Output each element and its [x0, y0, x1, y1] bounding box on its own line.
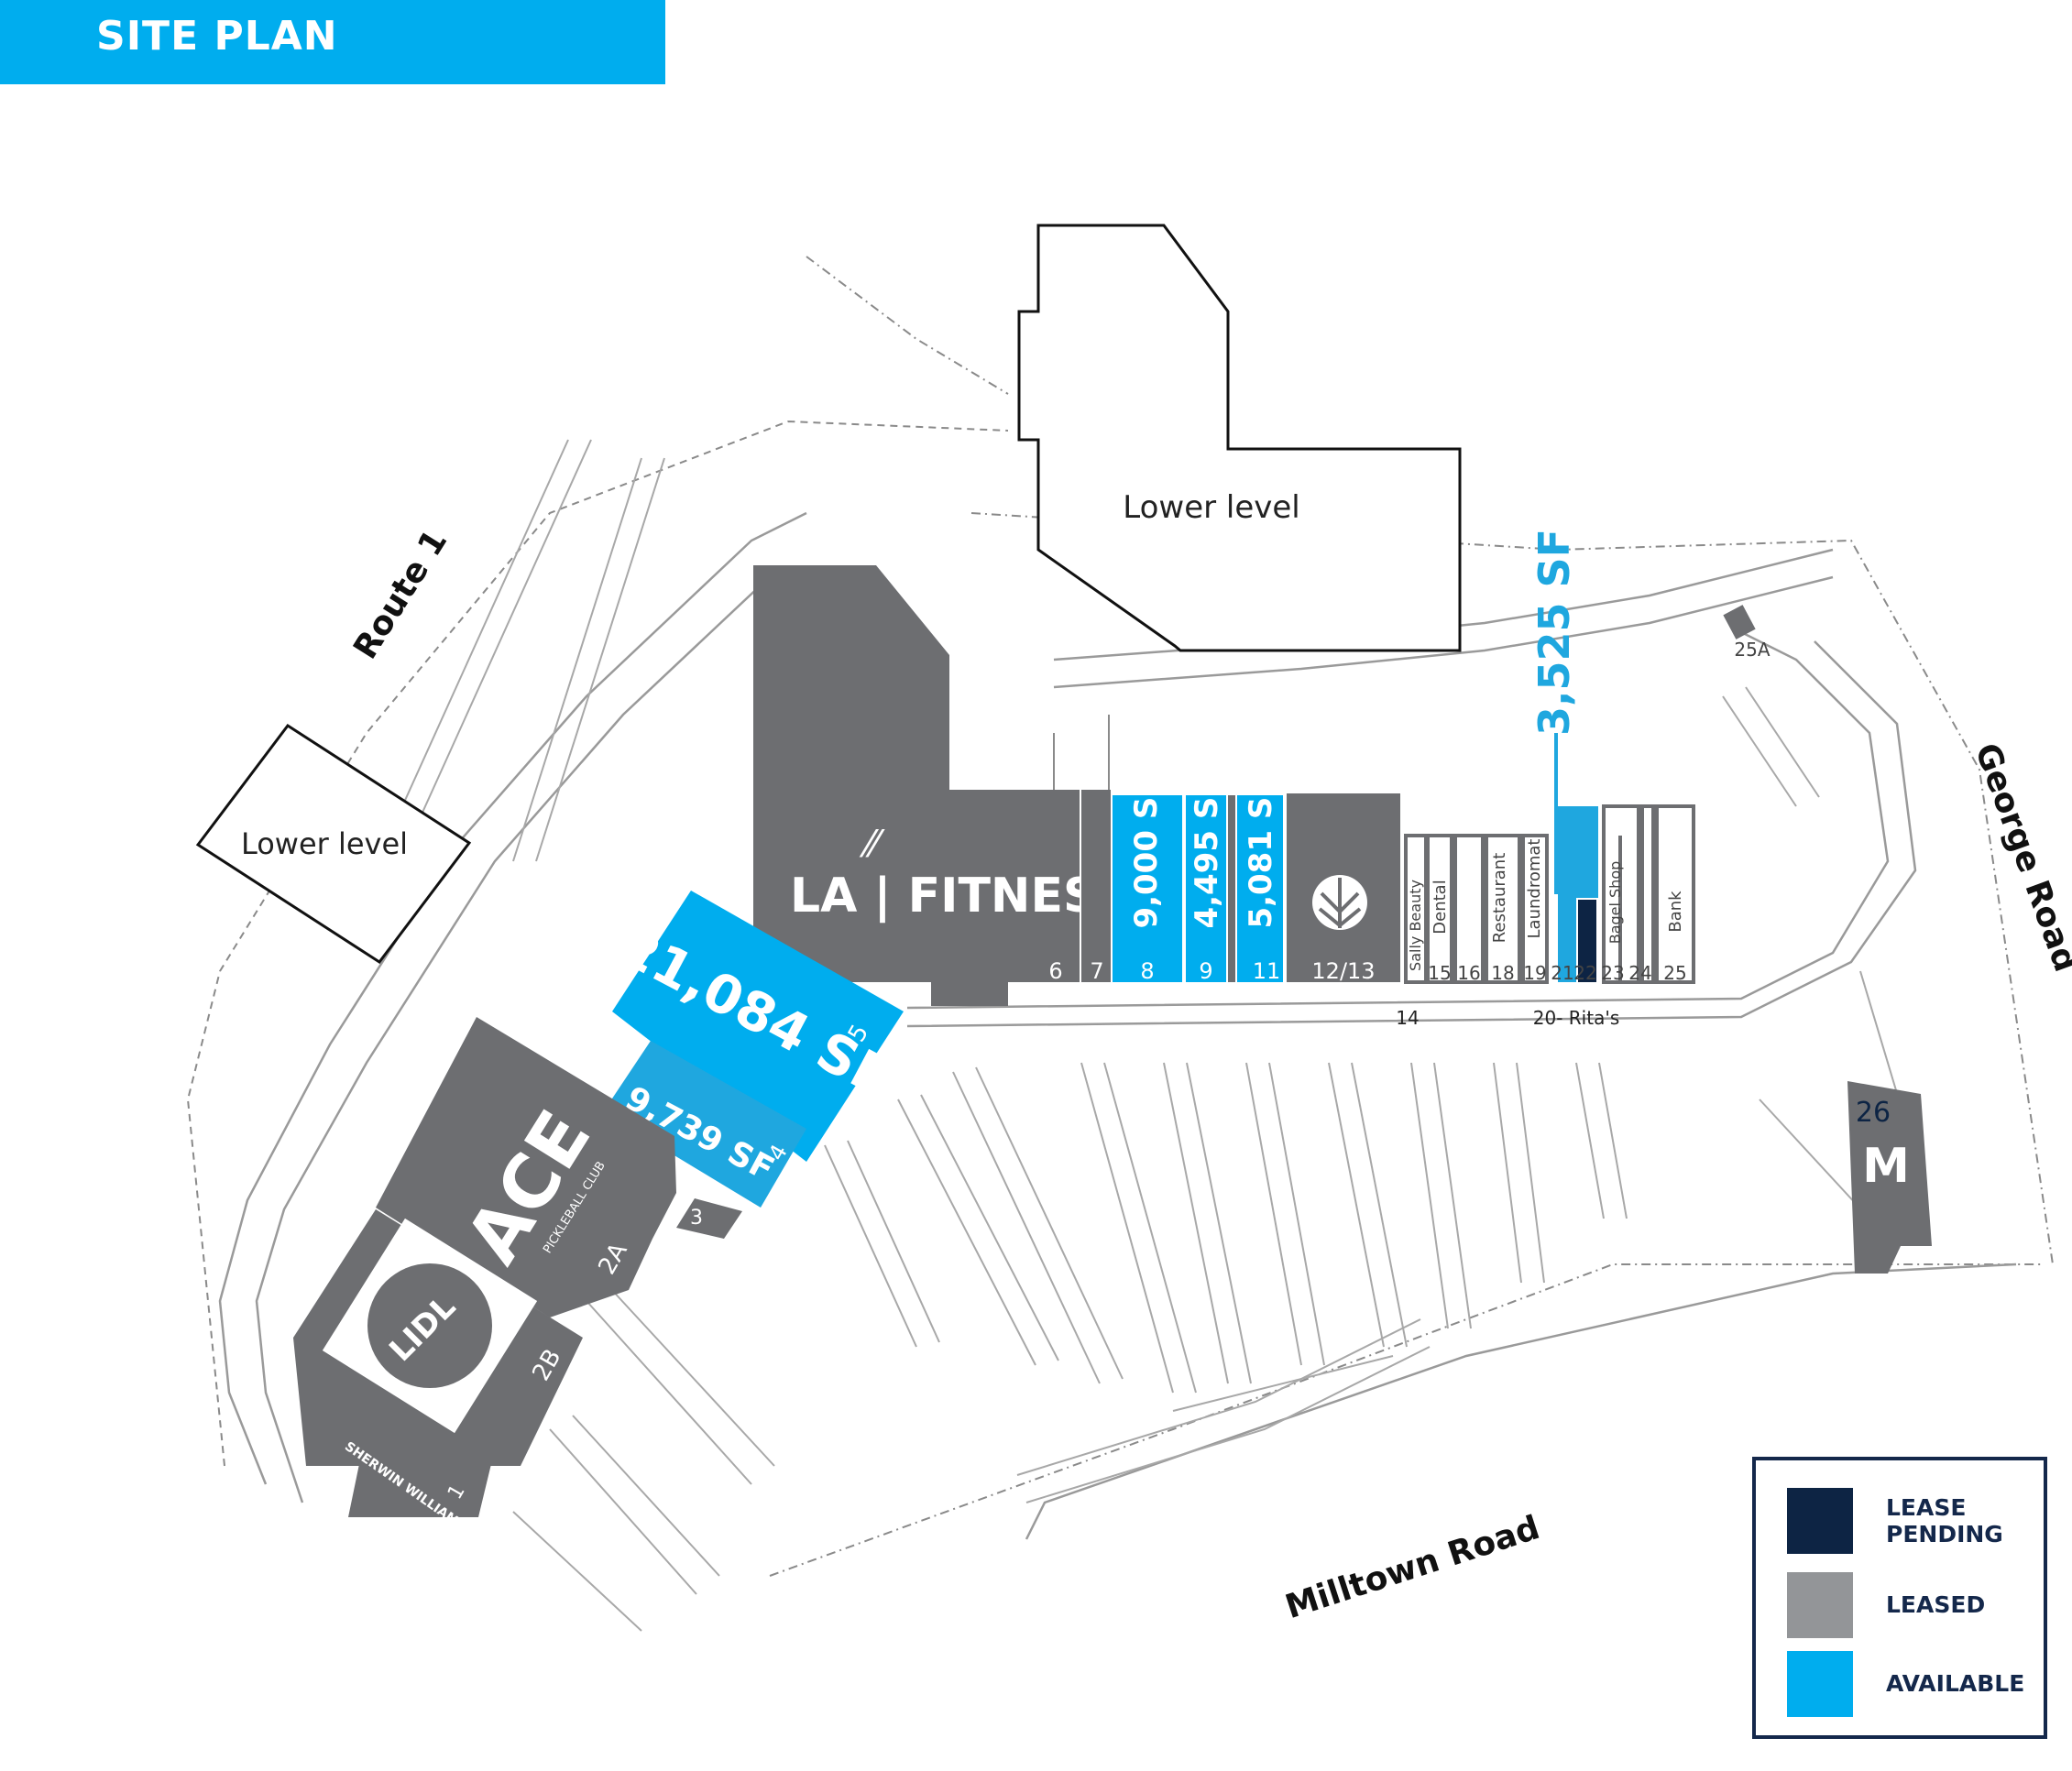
unit-22-label: 22: [1573, 962, 1596, 984]
unit-6-label: 6: [1048, 958, 1062, 984]
lower-level-building-west: [195, 723, 472, 965]
unit-25a: [1723, 605, 1756, 640]
george-road-label: George Road: [1968, 738, 2072, 977]
lower-level-label-north: Lower level: [1123, 489, 1300, 526]
parking-rows: [393, 439, 1916, 1632]
unit-3: [676, 1198, 742, 1239]
legend-swatch-available: [1787, 1651, 1853, 1717]
legend-label-leased: LEASED: [1886, 1591, 1986, 1618]
unit-16-label: 16: [1457, 962, 1480, 984]
unit-23-label: 23: [1601, 962, 1624, 984]
unit-7-label: 7: [1090, 958, 1103, 984]
unit-7: [1081, 790, 1111, 982]
unit-9-sf: 4,495 SF: [1189, 775, 1225, 928]
legend-swatch-leased: [1787, 1572, 1853, 1638]
legend-item-available: AVAILABLE: [1787, 1651, 2044, 1717]
page-title: SITE PLAN: [96, 13, 338, 60]
unit-21-available[interactable]: [1558, 806, 1598, 898]
legend-item-lease-pending: LEASE PENDING: [1787, 1488, 2044, 1554]
legend-swatch-lease-pending: [1787, 1488, 1853, 1554]
unit-21-sf: 3,525 SF: [1529, 529, 1579, 736]
unit-26-pad: [1847, 1081, 1932, 1274]
tenant-bagel-shop: Bagel Shop: [1606, 861, 1624, 945]
legend-item-leased: LEASED: [1787, 1572, 2044, 1638]
unit-9-available[interactable]: [1186, 795, 1226, 982]
lower-level-building-north: [1017, 224, 1462, 652]
header-bar: SITE PLAN: [0, 0, 665, 84]
unit-24: [1618, 836, 1622, 982]
unit-3-label: 3: [690, 1207, 703, 1230]
unit-24-label: 24: [1628, 962, 1651, 984]
mcdonalds-logo-icon: M: [1862, 1139, 1910, 1194]
tenant-laundromat: Laundromat: [1525, 839, 1544, 939]
unit-15-label: 15: [1428, 962, 1451, 984]
unit-4-available[interactable]: [603, 1041, 806, 1208]
unit-26-label: 26: [1856, 1097, 1891, 1129]
unit-9-label: 9: [1199, 958, 1212, 984]
unit-22-lease-pending: [1578, 900, 1596, 982]
tenant-dental: Dental: [1431, 880, 1450, 934]
unit-10: [1228, 795, 1235, 982]
unit-21-label: 21: [1551, 962, 1573, 984]
unit-12-13-label: 12/13: [1311, 958, 1375, 984]
legend-label-lease-pending-line1: LEASE: [1886, 1494, 1967, 1521]
unit-11-label: 11: [1253, 958, 1281, 984]
legend: LEASE PENDING LEASED AVAILABLE: [1752, 1457, 2047, 1739]
unit-2a: [376, 1017, 676, 1317]
small-unit-numbers: 15 16 18 19 21 22 23 24 25: [1428, 962, 1686, 984]
lower-level-label-west: Lower level: [241, 826, 408, 861]
unit-1: [348, 1464, 491, 1517]
unit-8-sf: 9,000 SF: [1128, 775, 1165, 928]
tenant-sally-beauty: Sally Beauty: [1407, 880, 1424, 971]
la-fitness-logo: LA | FITNESS: [790, 869, 1130, 924]
unit-20-label: 20- Rita's: [1533, 1007, 1620, 1029]
access-roads: [218, 511, 2017, 1540]
unit-11-sf: 5,081 SF: [1243, 775, 1279, 928]
unit-18-label: 18: [1491, 962, 1514, 984]
unit-21-available-lower[interactable]: [1558, 898, 1576, 982]
la-fitness-building: [753, 565, 1080, 1006]
unit-11-available[interactable]: [1237, 795, 1283, 982]
unit-8-label: 8: [1140, 958, 1154, 984]
legend-label-lease-pending: LEASE PENDING: [1886, 1494, 2003, 1547]
unit-19-label: 19: [1523, 962, 1546, 984]
route-1-label: Route 1: [346, 523, 455, 665]
small-units-strip: [1404, 804, 1695, 984]
legend-label-lease-pending-line2: PENDING: [1886, 1521, 2003, 1547]
tenant-bank: Bank: [1666, 891, 1685, 933]
legend-label-available: AVAILABLE: [1886, 1670, 2025, 1697]
unit-25a-label: 25A: [1734, 639, 1770, 661]
la-fitness-name-1: LA: [790, 869, 857, 924]
lidl-logo-circle: [367, 1263, 492, 1388]
unit-8-available[interactable]: [1113, 795, 1182, 982]
unit-5-available[interactable]: [612, 891, 904, 1162]
unit-14-label: 14: [1396, 1007, 1419, 1029]
tenant-restaurant: Restaurant: [1490, 853, 1509, 944]
unit-25-label: 25: [1663, 962, 1686, 984]
milltown-road-label: Milltown Road: [1281, 1509, 1544, 1626]
